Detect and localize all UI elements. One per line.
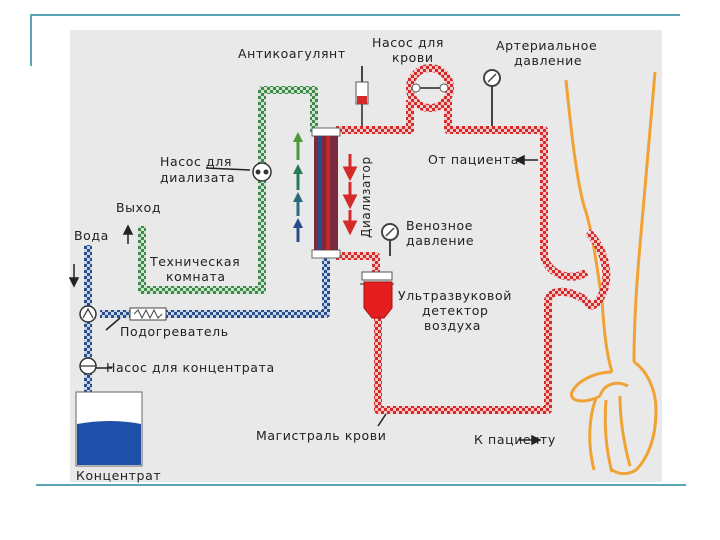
blood-pump-rollers	[411, 83, 449, 93]
dialysate-flow-arrows	[293, 132, 303, 242]
label-ultrasonic-2: детектор	[422, 303, 489, 318]
label-technical-2: комната	[166, 269, 226, 284]
mixing-valve	[79, 305, 97, 323]
frame-left-line	[30, 14, 32, 66]
label-venous-2: давление	[406, 233, 474, 248]
label-arterial-1: Артериальное	[496, 38, 597, 53]
label-heater: Подогреватель	[120, 324, 229, 339]
diagram-labels: Антикоагулянт Насос для крови Артериальн…	[74, 35, 597, 483]
ultrasonic-air-detector	[360, 271, 394, 319]
frame-bottom-line	[36, 484, 686, 486]
label-arterial-2: давление	[514, 53, 582, 68]
label-anticoagulant: Антикоагулянт	[238, 46, 346, 61]
label-concentrate: Концентрат	[76, 468, 161, 483]
label-blood-pump-2: крови	[392, 50, 434, 65]
label-blood-line: Магистраль крови	[256, 428, 386, 443]
dialyzer	[311, 127, 341, 259]
arterial-pressure-gauge	[483, 69, 501, 126]
concentrate-tank	[75, 391, 143, 467]
label-from-patient: От пациента	[428, 152, 519, 167]
label-ultrasonic-3: воздуха	[424, 318, 481, 333]
blood-circuit	[336, 64, 611, 414]
label-blood-pump-1: Насос для	[372, 35, 444, 50]
anticoagulant-syringe	[355, 66, 369, 126]
label-to-patient: К пациенту	[474, 432, 556, 447]
label-dialyzer: Диализатор	[359, 156, 373, 238]
label-water: Вода	[74, 228, 109, 243]
dialysate-pump	[252, 162, 272, 182]
flow-direction-arrows	[68, 154, 542, 446]
label-ultrasonic-1: Ультразвуковой	[398, 288, 512, 303]
frame-top-line	[30, 14, 680, 16]
label-dialysate-pump-1: Насос для	[160, 154, 232, 169]
label-concentrate-pump: Насос для концентрата	[106, 360, 275, 375]
heater	[129, 307, 167, 321]
label-technical-1: Техническая	[149, 254, 240, 269]
label-outlet: Выход	[116, 200, 161, 215]
dialysate-used-circuit	[138, 86, 318, 294]
venous-pressure-gauge	[381, 223, 399, 256]
label-venous-1: Венозное	[406, 218, 473, 233]
concentrate-pump	[79, 357, 97, 375]
blood-flow-arrows	[342, 154, 358, 236]
label-dialysate-pump-2: диализата	[160, 170, 235, 185]
